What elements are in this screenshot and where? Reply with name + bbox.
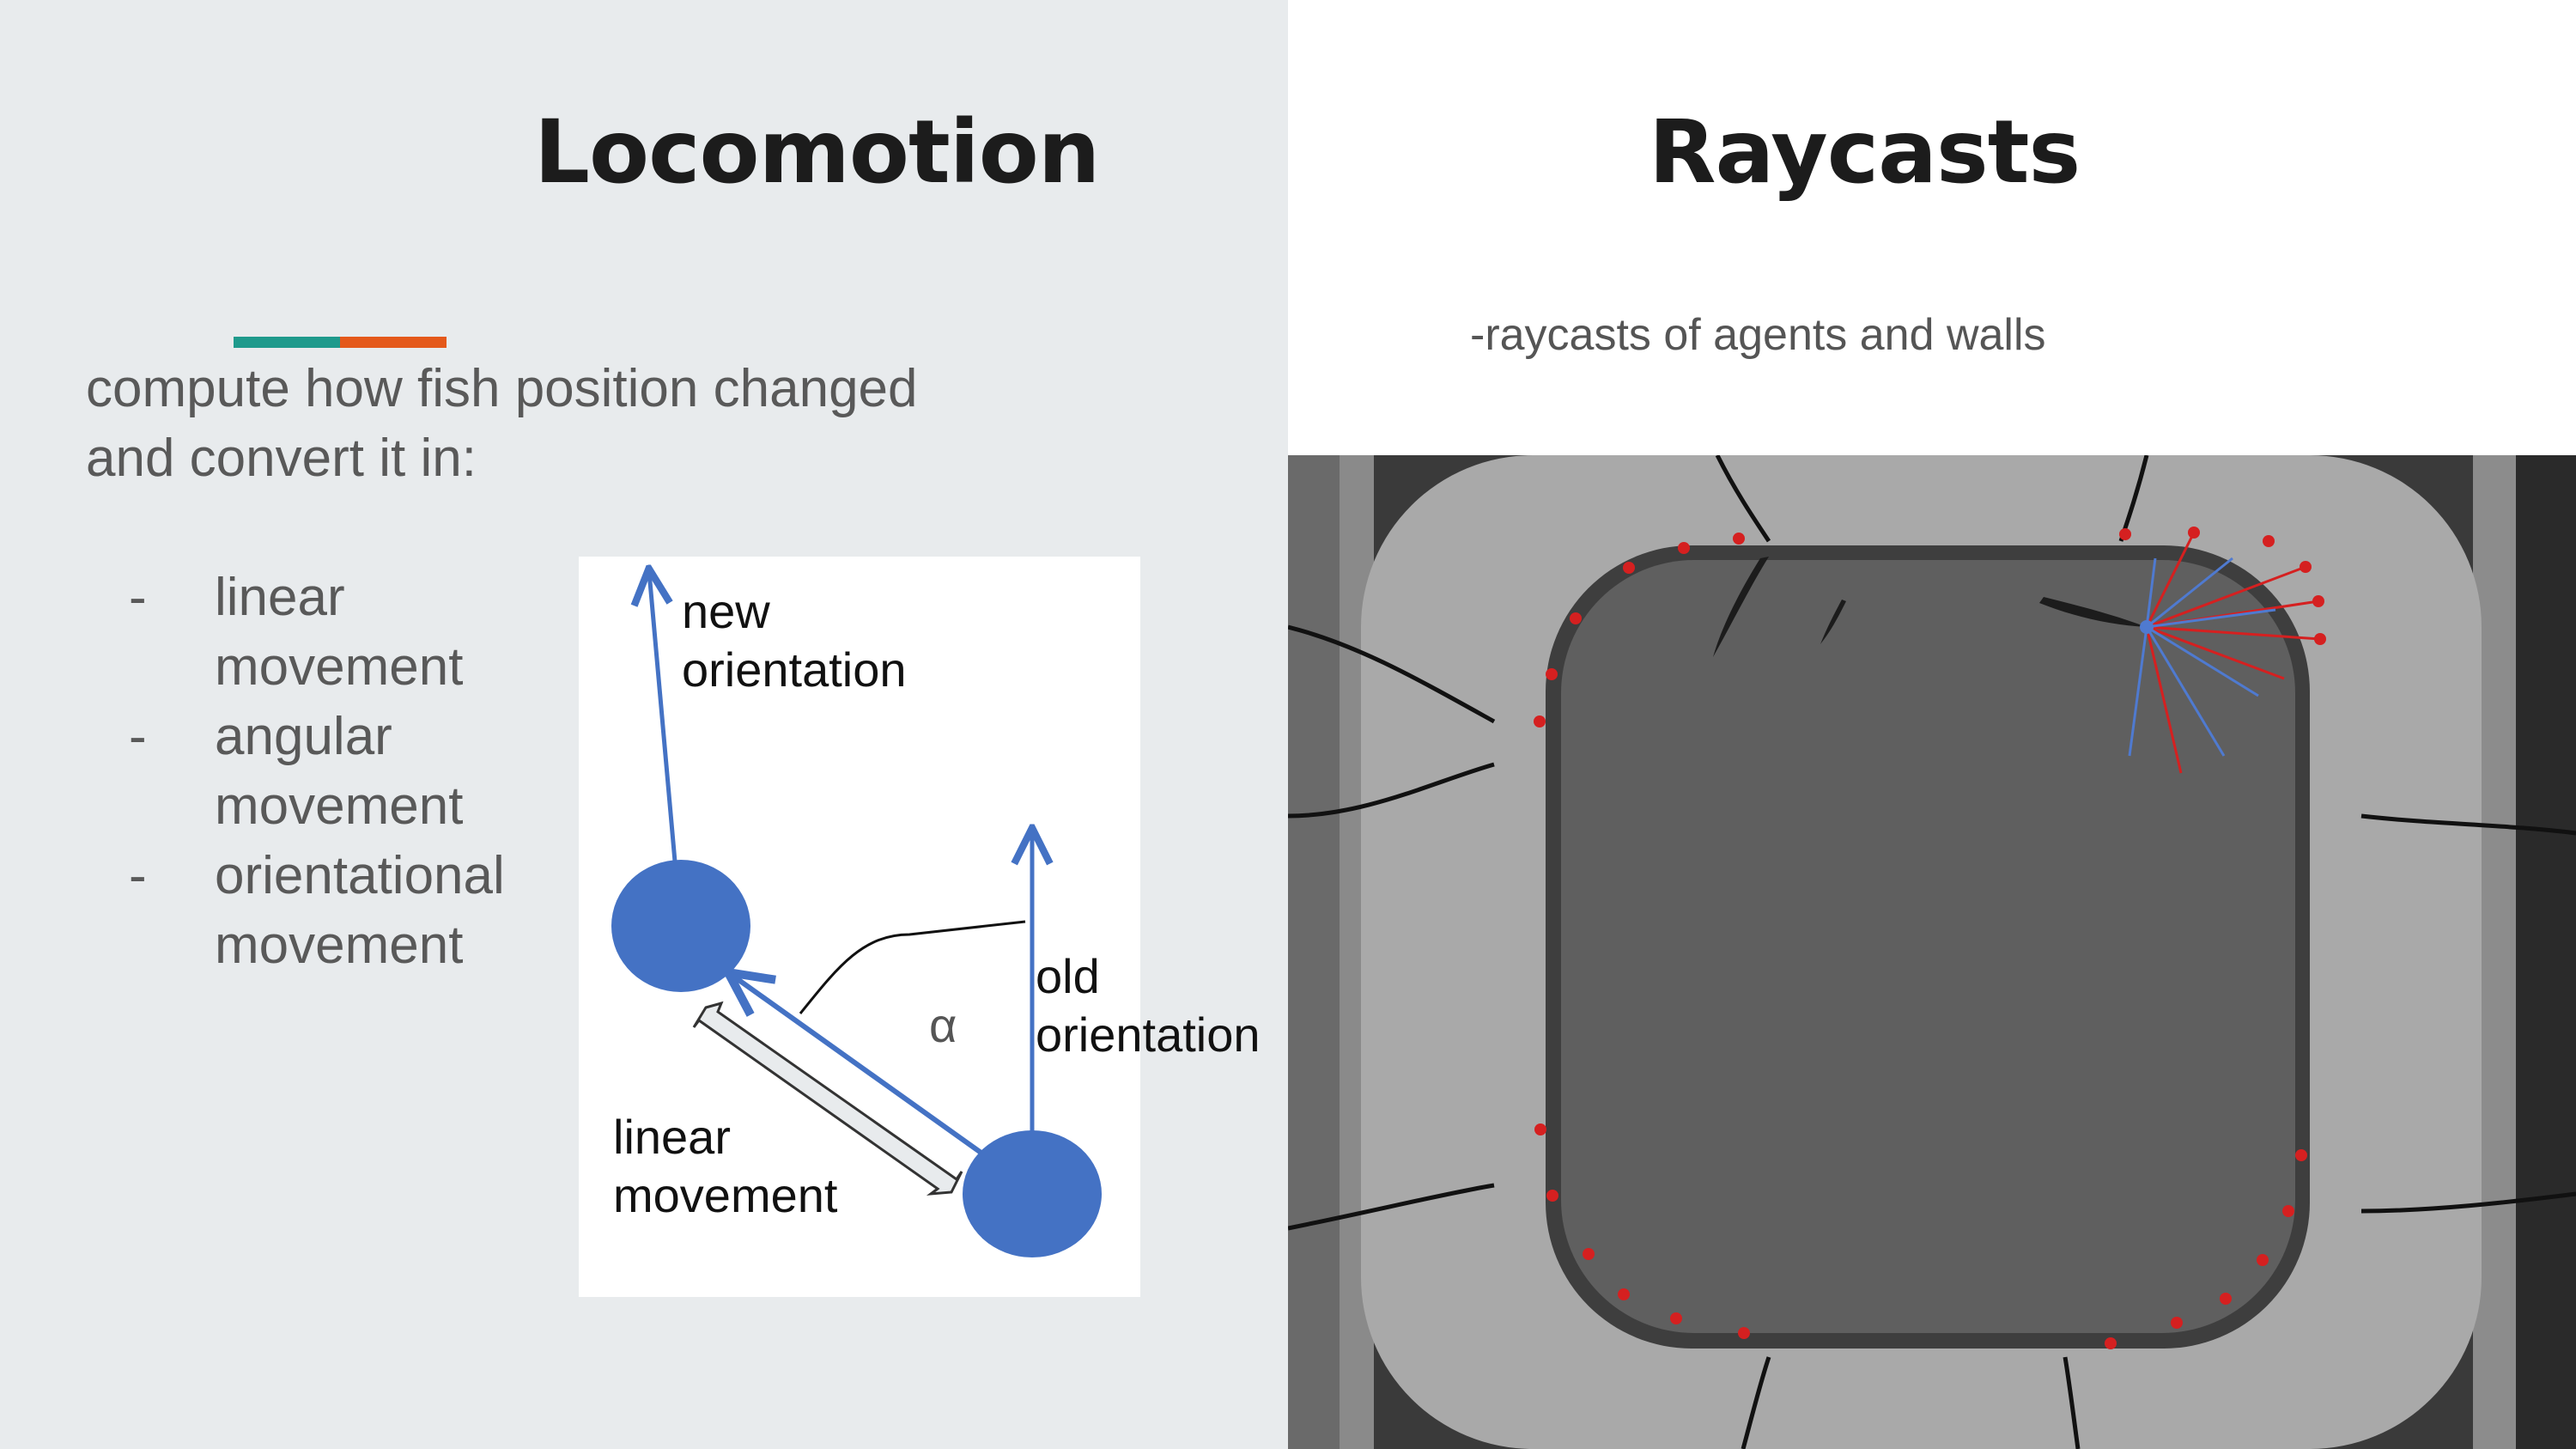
angle-curve <box>799 920 1026 1014</box>
fish-silhouette <box>2039 597 2147 627</box>
old-orientation-label: old orientation <box>1036 947 1261 1064</box>
bullet-line: movement <box>215 637 464 697</box>
wall-ray-hit <box>2119 528 2131 540</box>
list-item: - orientational movement <box>129 841 661 980</box>
heading-arrow <box>732 975 984 1156</box>
wall-ray-hit <box>1546 668 1558 680</box>
wall-ray-hit <box>2171 1317 2183 1329</box>
wall-ray-hit <box>1583 1248 1595 1260</box>
list-item: - linear movement <box>129 563 661 702</box>
bullet-line: linear <box>215 568 345 627</box>
label-line: orientation <box>682 642 907 697</box>
fish-old-position <box>963 1130 1102 1257</box>
accent-bar-orange <box>340 337 447 348</box>
tank-photo <box>1288 455 2576 1449</box>
linear-movement-label: linear movement <box>613 1108 837 1225</box>
focal-fish-marker <box>2140 620 2154 634</box>
wall-ray-hit <box>1546 1190 1558 1202</box>
wall-ray-hit <box>1678 542 1690 554</box>
wall-ray-hit <box>2282 1205 2294 1217</box>
bullet-line: orientational <box>215 846 505 905</box>
accent-bar-teal <box>234 337 340 348</box>
wall-ray-hit <box>1670 1312 1682 1324</box>
fish-silhouette <box>1820 600 1846 644</box>
new-orientation-arrow <box>649 572 677 862</box>
alpha-label: α <box>929 998 957 1052</box>
wall-ray-hit <box>2220 1293 2232 1305</box>
wall-ray-hit <box>1534 715 1546 728</box>
fish-new-position <box>611 860 750 992</box>
wall-ray-hit <box>2105 1337 2117 1349</box>
linear-movement-double-arrow <box>692 1001 963 1196</box>
wall-ray-hit <box>1733 533 1745 545</box>
raycasts-title: Raycasts <box>1649 101 2081 204</box>
label-line: old <box>1036 949 1100 1003</box>
label-line: linear <box>613 1110 731 1164</box>
locomotion-intro: compute how fish position changed and co… <box>86 354 918 493</box>
intro-line-1: compute how fish position changed <box>86 359 918 418</box>
label-line: orientation <box>1036 1008 1261 1062</box>
wall-ray-hit <box>1534 1123 1546 1135</box>
tank-arena <box>1561 560 2295 1333</box>
bullet-line: movement <box>215 916 464 975</box>
wall-ray-hit <box>2257 1254 2269 1266</box>
wall-ray-hit <box>2295 1149 2307 1161</box>
bullet-dash: - <box>129 568 147 627</box>
bullet-line: angular <box>215 707 392 766</box>
locomotion-diagram: new orientation old orientation α linear… <box>579 557 1261 1297</box>
intro-line-2: and convert it in: <box>86 429 477 488</box>
list-item: - angular movement <box>129 702 661 841</box>
wall-ray-hit <box>2263 535 2275 547</box>
locomotion-title: Locomotion <box>534 101 1100 204</box>
wall-ray-hit <box>1623 562 1635 574</box>
bullet-line: movement <box>215 776 464 836</box>
raycasts-panel: Raycasts -raycasts of agents and walls <box>1288 0 2576 1449</box>
label-line: movement <box>613 1168 838 1222</box>
raycasts-subtitle: -raycasts of agents and walls <box>1470 310 2046 360</box>
wall-ray-hit <box>1738 1327 1750 1339</box>
locomotion-panel: Locomotion compute how fish position cha… <box>86 101 1261 1297</box>
bullet-dash: - <box>129 846 147 905</box>
tank-illustration <box>1288 455 2576 1449</box>
new-orientation-label: new orientation <box>682 582 907 699</box>
movement-list: - linear movement - angular movement - o… <box>129 563 661 980</box>
bullet-dash: - <box>129 707 147 766</box>
wall-ray-hit <box>1618 1288 1630 1300</box>
label-line: new <box>682 584 770 638</box>
wall-ray-hit <box>1570 612 1582 624</box>
diagram-drawing <box>611 557 1102 1257</box>
